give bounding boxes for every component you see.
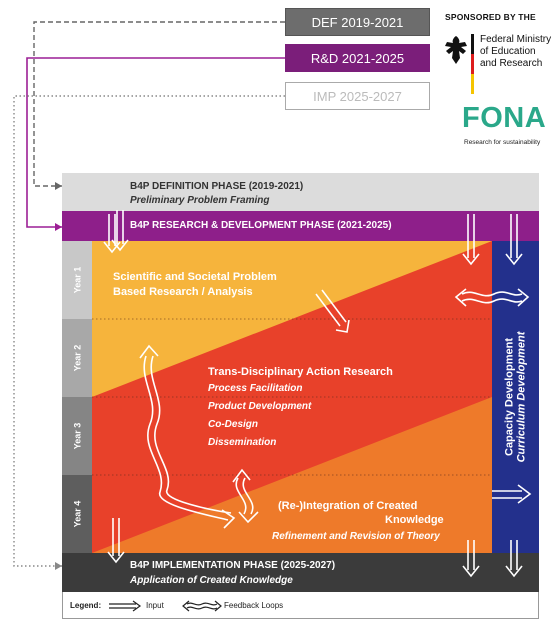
definition-phase-bar	[62, 173, 539, 211]
federal-eagle-icon	[445, 36, 467, 64]
rd-connector	[26, 57, 285, 231]
reintegration-subtitle: Refinement and Revision of Theory	[272, 531, 440, 542]
implementation-phase-title: B4P IMPLEMENTATION PHASE (2025-2027)	[130, 560, 336, 571]
feedback-loop-vertical-short	[232, 468, 259, 524]
input-arrow-down-left-2	[111, 210, 129, 252]
input-arrow-down-bottom-right-2	[505, 540, 523, 578]
definition-phase-title: B4P DEFINITION PHASE (2019-2021)	[130, 181, 304, 192]
legend-input-text: Input	[146, 601, 164, 610]
feedback-loop-vertical-long	[139, 344, 236, 529]
fona-logo: FONA	[462, 102, 547, 134]
scientific-research-line2: Based Research / Analysis	[113, 286, 253, 298]
input-arrow-right-year4	[492, 484, 532, 504]
implementation-phase-bar	[62, 553, 539, 592]
feedback-loop-horizontal	[454, 288, 530, 307]
tdar-item-codesign: Co-Design	[208, 419, 258, 430]
input-arrow-down-bottom-right-1	[462, 540, 480, 578]
reintegration-line1: (Re-)Integration of Created	[278, 500, 418, 512]
reintegration-line2: Knowledge	[385, 514, 444, 526]
tdar-item-process: Process Facilitation	[208, 383, 303, 394]
year-column-3	[62, 397, 92, 475]
rd-label: R&D 2021-2025	[310, 50, 405, 66]
year-column-4	[62, 475, 92, 553]
implementation-phase-subtitle: Application of Created Knowledge	[130, 575, 293, 586]
fona-tagline: Research for sustainability	[464, 139, 541, 146]
input-arrow-down-right-2	[505, 214, 523, 266]
ministry-name: Federal Ministry of Education and Resear…	[480, 34, 552, 69]
imp-label-box: IMP 2025-2027	[285, 82, 430, 110]
sponsored-by-text: SPONSORED BY THE	[445, 12, 536, 22]
definition-phase-subtitle: Preliminary Problem Framing	[130, 195, 270, 206]
tdar-item-dissemination: Dissemination	[208, 437, 277, 448]
tdar-title: Trans-Disciplinary Action Research	[208, 366, 393, 378]
def-label: DEF 2019-2021	[311, 14, 404, 30]
legend-feedback-text: Feedback Loops	[224, 601, 284, 610]
legend-feedback-icon	[182, 600, 222, 612]
def-label-box: DEF 2019-2021	[285, 8, 430, 36]
input-arrow-down-right-1	[462, 214, 480, 266]
input-arrow-diagonal	[315, 289, 350, 333]
input-arrow-down-bottom-left	[107, 518, 125, 564]
rd-phase-bar	[62, 211, 539, 241]
year-column-1	[62, 241, 92, 319]
legend-input-arrow-icon	[109, 600, 142, 612]
rd-phase-title: B4P RESEARCH & DEVELOPMENT PHASE (2021-2…	[130, 220, 392, 231]
capacity-column	[492, 241, 539, 553]
input-arrow-down-left-1	[103, 214, 121, 254]
def-connector	[33, 21, 285, 190]
imp-label: IMP 2025-2027	[313, 88, 402, 104]
rd-label-box: R&D 2021-2025	[285, 44, 430, 72]
german-flag-stripe	[471, 34, 474, 94]
imp-connector	[13, 95, 285, 570]
legend-label: Legend:	[70, 601, 102, 610]
legend: Legend: Input Feedback Loops	[62, 592, 539, 619]
scientific-research-line1: Scientific and Societal Problem	[113, 271, 277, 283]
research-area	[92, 241, 492, 553]
year-column-2	[62, 319, 92, 397]
tdar-item-product: Product Development	[208, 401, 312, 412]
